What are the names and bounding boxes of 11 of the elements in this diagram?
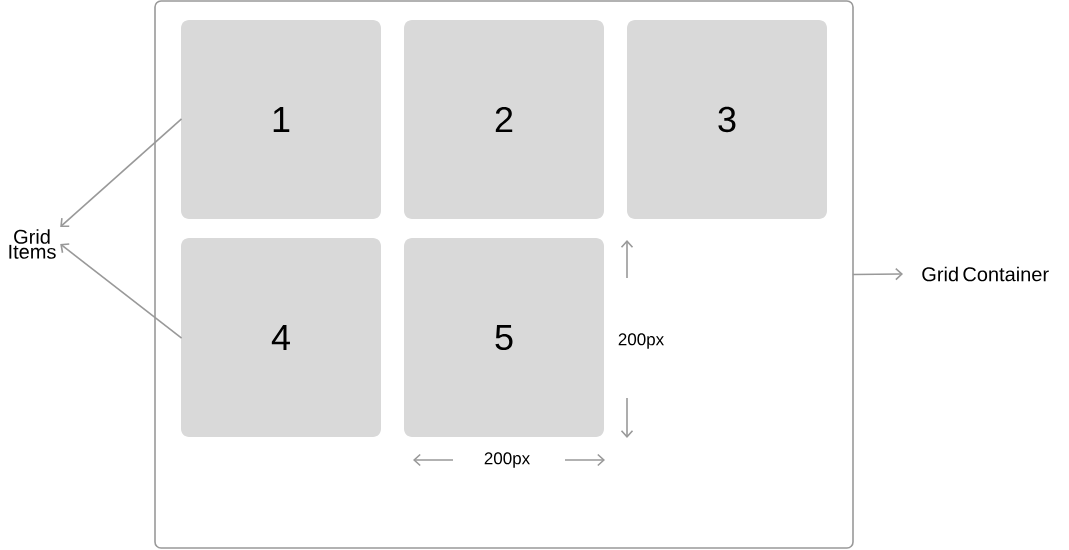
leader-line [852,267,903,281]
leader-line [60,243,183,339]
grid-item: 4 [181,238,381,437]
grid-item: 2 [404,20,604,219]
grid-item: 1 [181,20,381,219]
leader-line [60,118,183,228]
grid-item: 5 [404,238,604,437]
grid-container [154,0,854,549]
grid-item: 3 [627,20,827,219]
leader-label: Grid Items [9,229,56,259]
leader-label: Grid Container [922,266,1049,282]
